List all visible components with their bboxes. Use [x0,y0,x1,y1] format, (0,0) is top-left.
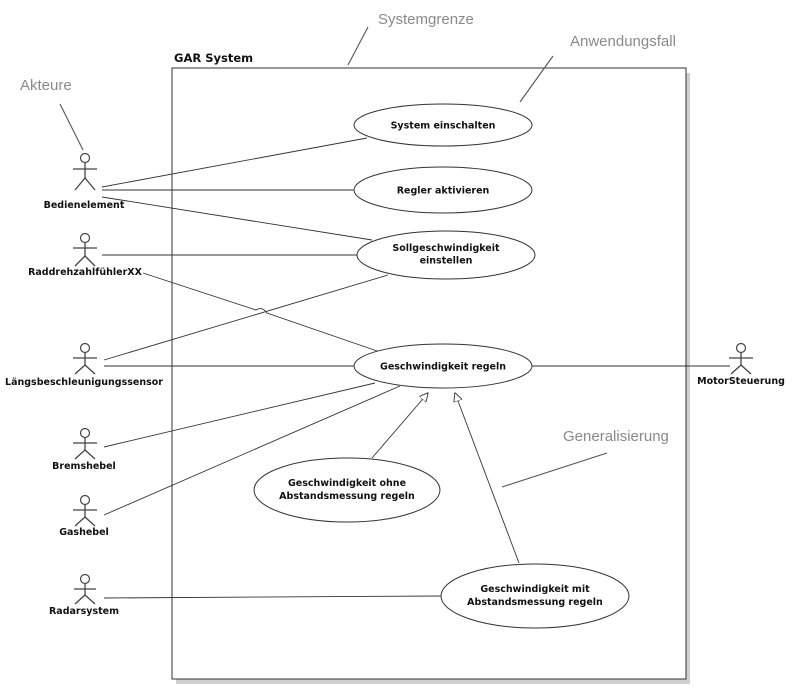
actor-bremshebel[interactable]: Bremshebel [52,427,116,473]
use-case-ohne-abstandsmessung[interactable]: Geschwindigkeit ohne Abstandsmessung reg… [253,457,441,523]
use-case-label-line1: Geschwindigkeit ohne [288,478,406,489]
actor-label: Radarsystem [49,606,119,617]
generalization-ohne-regeln [371,393,428,459]
actor-label: RaddrehzahlfühlerXX [28,267,143,278]
system-title: GAR System [174,51,253,65]
actor-gashebel[interactable]: Gashebel [59,494,109,539]
actor-label: Längsbeschleunigungssensor [5,377,163,388]
use-case-label: Geschwindigkeit regeln [380,362,506,373]
actor-label: Bremshebel [52,461,116,472]
anwendungsfall-leader [519,55,554,103]
assoc-brems-regeln [103,382,376,448]
actor-radarsystem[interactable]: Radarsystem [49,573,119,618]
assoc-raddreh-regeln [142,272,381,353]
stick-figure-icon [74,573,96,605]
assoc-radar-mit [103,595,442,599]
annotation-generalisierung: Generalisierung [563,428,669,445]
generalisierung-leader [501,452,608,488]
use-case-label: Regler aktivieren [397,186,490,197]
actor-label: Bedienelement [44,200,125,211]
use-case-geschwindigkeit-regeln[interactable]: Geschwindigkeit regeln [353,343,533,389]
use-case-label-line1: Geschwindigkeit mit [480,584,590,595]
assoc-bedien-soll [101,196,373,241]
annotation-akteure: Akteure [20,77,72,94]
systemgrenze-leader [347,26,369,66]
stick-figure-icon [73,232,97,267]
use-case-label: System einschalten [391,121,496,132]
stick-figure-icon [73,342,97,375]
use-case-mit-abstandsmessung[interactable]: Geschwindigkeit mit Abstandsmessung rege… [440,563,630,629]
annotation-anwendungsfall: Anwendungsfall [570,33,676,50]
akteure-leader [59,103,84,151]
actor-raddrehzahlfuehler[interactable]: RaddrehzahlfühlerXX [28,232,143,279]
actor-bedienelement[interactable]: Bedienelement [44,152,125,212]
assoc-bedien-einschalten [101,137,368,188]
use-case-label-line2: Abstandsmessung regeln [279,491,415,502]
actor-laengsbeschleunigungssensor[interactable]: Längsbeschleunigungssensor [5,342,163,389]
use-case-sollgeschwindigkeit[interactable]: Sollgeschwindigkeit einstellen [356,230,536,280]
stick-figure-icon [729,342,753,375]
generalization-mit-regeln [455,393,520,564]
actor-label: MotorSteuerung [697,376,785,387]
actor-label: Gashebel [59,527,109,538]
use-case-label-line2: einstellen [420,256,473,267]
stick-figure-icon [73,427,97,460]
use-case-system-einschalten[interactable]: System einschalten [353,103,533,147]
assoc-gas-regeln [103,385,401,516]
stick-figure-icon [73,152,97,191]
stick-figure-icon [73,494,97,527]
annotation-systemgrenze: Systemgrenze [378,11,474,28]
actor-motorsteuerung[interactable]: MotorSteuerung [697,342,785,388]
use-case-label-line2: Abstandsmessung regeln [467,597,603,608]
use-case-label-line1: Sollgeschwindigkeit [392,243,500,254]
associations [101,137,730,599]
assoc-laengs-soll [103,274,389,361]
use-case-regler-aktivieren[interactable]: Regler aktivieren [353,166,533,214]
